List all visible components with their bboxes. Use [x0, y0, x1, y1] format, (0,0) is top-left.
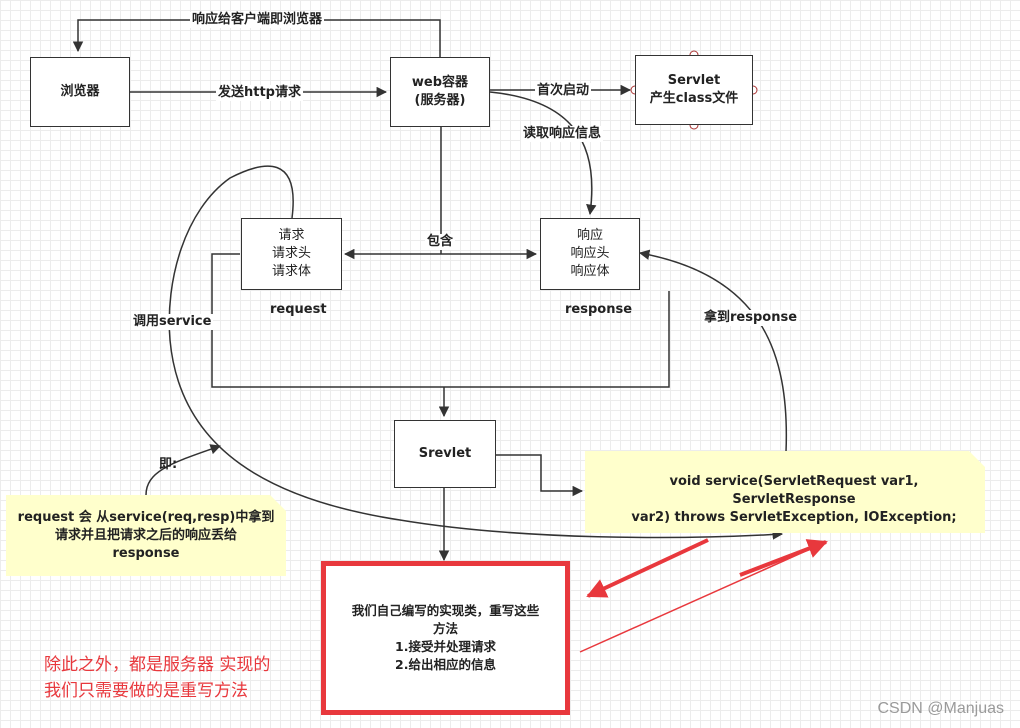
- browser-node: 浏览器: [30, 57, 130, 127]
- response-node: 响应 响应头 响应体: [540, 218, 640, 290]
- request-line-1: 请求: [278, 228, 305, 243]
- request-line-3: 请求体: [271, 264, 311, 279]
- servlet-class-line-2: 产生class文件: [649, 91, 739, 106]
- srevlet-label: Srevlet: [418, 446, 472, 461]
- srevlet-node: Srevlet: [394, 420, 496, 488]
- impl-line-1: 我们自己编写的实现类，重写这些: [351, 603, 540, 618]
- edge-get-response: [638, 249, 788, 453]
- web-container-line-2: (服务器): [414, 93, 466, 108]
- response-line-2: 响应头: [570, 246, 610, 261]
- edge-to-service-note: [496, 454, 584, 497]
- impl-line-4: 2.给出相应的信息: [395, 657, 496, 672]
- request-note-line-3: response: [112, 545, 180, 561]
- service-signature-line-2: var2) throws ServletException, IOExcepti…: [631, 510, 957, 525]
- label-ie: 即:: [159, 457, 178, 472]
- edge-call-service: [168, 165, 784, 540]
- red-arrow-1: [586, 538, 709, 598]
- request-node: 请求 请求头 请求体: [241, 218, 342, 290]
- browser-label: 浏览器: [60, 84, 100, 99]
- edge-read-response: [489, 91, 597, 216]
- red-note-line-2: 我们只需要做的是重写方法: [44, 681, 248, 701]
- request-note: request 会 从service(req,resp)中拿到 请求并且把请求之…: [6, 495, 286, 576]
- watermark: CSDN @Manjuas: [877, 700, 1005, 717]
- response-line-3: 响应体: [570, 264, 610, 279]
- label-call-service: 调用service: [131, 314, 214, 330]
- red-note: 除此之外，都是服务器 实现的 我们只需要做的是重写方法: [44, 652, 270, 704]
- label-first-start: 首次启动: [535, 83, 592, 99]
- request-note-line-1: request 会 从service(req,resp)中拿到: [17, 509, 275, 525]
- impl-line-2: 方法: [432, 621, 458, 636]
- implementation-class-box: 我们自己编写的实现类，重写这些 方法 1.接受并处理请求 2.给出相应的信息: [321, 561, 570, 715]
- red-arrow-2-head: [739, 539, 828, 577]
- request-note-line-2: 请求并且把请求之后的响应丢给: [54, 527, 237, 543]
- impl-line-3: 1.接受并处理请求: [395, 639, 496, 654]
- label-get-response: 拿到response: [702, 310, 800, 326]
- response-line-1: 响应: [576, 228, 603, 243]
- caption-request: request: [270, 302, 327, 317]
- web-container-line-1: web容器: [411, 75, 469, 90]
- service-signature-note: void service(ServletRequest var1, Servle…: [585, 451, 985, 533]
- service-signature-line-1: void service(ServletRequest var1, Servle…: [669, 474, 919, 507]
- frame-line: [211, 253, 670, 388]
- label-respond-to-client: 响应给客户端即浏览器: [190, 12, 325, 28]
- web-container-node: web容器 (服务器): [390, 57, 490, 127]
- servlet-class-line-1: Servlet: [667, 73, 721, 88]
- label-contains: 包含: [425, 234, 456, 250]
- red-arrow-2: [579, 541, 827, 653]
- caption-response: response: [565, 302, 633, 317]
- label-send-http: 发送http请求: [216, 85, 303, 101]
- servlet-class-node: Servlet 产生class文件: [635, 55, 753, 125]
- request-line-2: 请求头: [271, 246, 311, 261]
- red-note-line-1: 除此之外，都是服务器 实现的: [44, 655, 271, 675]
- label-read-response: 读取响应信息: [521, 126, 604, 142]
- edge-ie: [145, 444, 221, 496]
